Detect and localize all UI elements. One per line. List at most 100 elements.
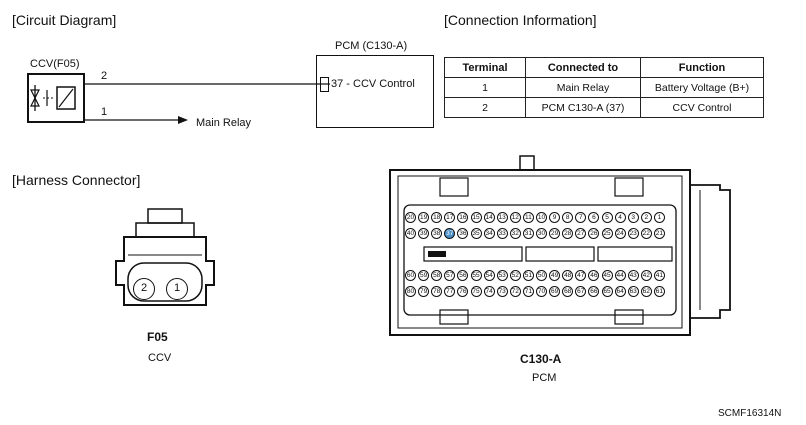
header-function: Function	[640, 57, 764, 78]
c130-pin: 11	[522, 212, 534, 223]
c130-pin: 31	[522, 228, 534, 239]
wire-pin-1-label: 1	[101, 106, 108, 118]
c130-pin: 10	[536, 212, 547, 223]
c130-pin: 57	[444, 270, 456, 281]
c130-pin: 67	[575, 286, 587, 297]
c130-pin: 63	[627, 286, 639, 297]
c130-pin: 72	[509, 286, 521, 297]
c130-pin: 65	[601, 286, 613, 297]
c130-pin: 49	[549, 270, 561, 281]
c130-pin: 51	[522, 270, 534, 281]
c130-pin: 30	[536, 228, 547, 239]
c130-pin: 36	[457, 228, 469, 239]
c130-pin: 60	[405, 270, 416, 281]
circuit-diagram-title: [Circuit Diagram]	[12, 12, 117, 28]
c130-pin: 9	[549, 212, 561, 223]
f05-connector-name: F05	[147, 330, 168, 344]
c130-pin: 47	[575, 270, 587, 281]
f05-pin-1: 1	[166, 278, 188, 300]
c130-pin: 46	[588, 270, 600, 281]
c130-pin: 33	[496, 228, 508, 239]
header-terminal: Terminal	[444, 57, 526, 78]
c130-pin: 4	[614, 212, 626, 223]
c130-pin: 15	[470, 212, 482, 223]
c130-pin: 73	[496, 286, 508, 297]
c130-connector-name: C130-A	[520, 352, 562, 366]
ccv-label: CCV(F05)	[30, 58, 80, 70]
c130-pin: 69	[549, 286, 561, 297]
c130-pin: 6	[588, 212, 600, 223]
c130-pin: 48	[562, 270, 574, 281]
c130-pin: 7	[575, 212, 587, 223]
c130-pin: 24	[614, 228, 626, 239]
c130-pin: 62	[640, 286, 652, 297]
c130-pin: 34	[483, 228, 495, 239]
table-row: 2 PCM C130-A (37) CCV Control	[444, 97, 764, 118]
connection-info-title: [Connection Information]	[444, 12, 597, 28]
c130-pin: 14	[483, 212, 495, 223]
c130-pin: 74	[483, 286, 495, 297]
c130-pin: 44	[614, 270, 626, 281]
c130-pin: 52	[509, 270, 521, 281]
table-cell: PCM C130-A (37)	[525, 97, 641, 118]
c130-pin: 22	[640, 228, 652, 239]
table-cell: 2	[444, 97, 526, 118]
table-cell: 1	[444, 77, 526, 98]
c130-pin: 75	[470, 286, 482, 297]
c130-pin: 20	[405, 212, 416, 223]
harness-connector-title: [Harness Connector]	[12, 172, 141, 188]
c130-pin: 29	[549, 228, 561, 239]
c130-pin: 8	[562, 212, 574, 223]
c130-pin: 1	[653, 212, 665, 223]
c130-pin: 25	[601, 228, 613, 239]
connection-table: Terminal Connected to Function 1 Main Re…	[444, 57, 764, 118]
c130-pin: 18	[431, 212, 443, 223]
c130-pin: 27	[575, 228, 587, 239]
c130-pin: 23	[627, 228, 639, 239]
c130-pin: 5	[601, 212, 613, 223]
c130-pin: 45	[601, 270, 613, 281]
c130-pin: 42	[640, 270, 652, 281]
table-row: 1 Main Relay Battery Voltage (B+)	[444, 77, 764, 98]
pcm-terminal-box	[320, 77, 329, 92]
table-cell: Main Relay	[525, 77, 641, 98]
c130-pin: 55	[470, 270, 482, 281]
header-connected-to: Connected to	[525, 57, 641, 78]
c130-pin: 53	[496, 270, 508, 281]
main-relay-label: Main Relay	[196, 117, 252, 129]
f05-connector-sub: CCV	[148, 352, 172, 364]
pcm-pin-label: 37 - CCV Control	[331, 78, 415, 90]
c130-pin: 26	[588, 228, 600, 239]
c130-pin: 41	[653, 270, 665, 281]
c130-pin: 16	[457, 212, 469, 223]
f05-pin-2: 2	[133, 278, 155, 300]
c130-pin: 80	[405, 286, 416, 297]
c130-pin: 76	[457, 286, 469, 297]
c130-pin: 32	[509, 228, 521, 239]
c130-pin: 35	[470, 228, 482, 239]
c130-connector-drawing	[389, 155, 731, 336]
c130-pin: 28	[562, 228, 574, 239]
c130-pin: 64	[614, 286, 626, 297]
c130-pin: 78	[431, 286, 443, 297]
c130-pin: 2	[640, 212, 652, 223]
table-cell: CCV Control	[640, 97, 764, 118]
c130-pin: 50	[536, 270, 547, 281]
c130-pin: 61	[653, 286, 665, 297]
c130-pin: 13	[496, 212, 508, 223]
c130-pin: 71	[522, 286, 534, 297]
c130-pin: 38	[431, 228, 443, 239]
c130-pin: 19	[418, 212, 430, 223]
c130-pin: 58	[431, 270, 443, 281]
pcm-component	[316, 55, 434, 128]
table-header-row: Terminal Connected to Function	[444, 57, 764, 78]
c130-connector-sub: PCM	[532, 372, 557, 384]
c130-pin: 43	[627, 270, 639, 281]
solenoid-valve-icon	[30, 85, 76, 111]
f05-connector-drawing	[115, 208, 215, 306]
c130-pin: 79	[418, 286, 430, 297]
ccv-component	[27, 73, 85, 123]
c130-pin: 17	[444, 212, 456, 223]
wire-pin-2-label: 2	[101, 70, 108, 82]
c130-pin: 39	[418, 228, 430, 239]
